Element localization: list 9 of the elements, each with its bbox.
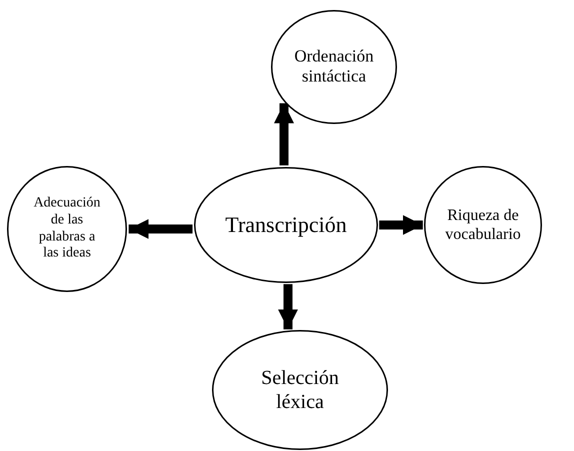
arrow	[379, 215, 423, 235]
arrow	[278, 284, 298, 330]
node-label: Transcripción	[225, 212, 347, 238]
arrow	[128, 219, 193, 239]
node-label: Riqueza de vocabulario	[445, 206, 521, 244]
node-label: Selección léxica	[261, 366, 339, 414]
node-label: Ordenación sintáctica	[293, 46, 375, 88]
node-label: Adecuación de las palabras a las ideas	[32, 195, 102, 263]
arrow	[274, 103, 294, 166]
